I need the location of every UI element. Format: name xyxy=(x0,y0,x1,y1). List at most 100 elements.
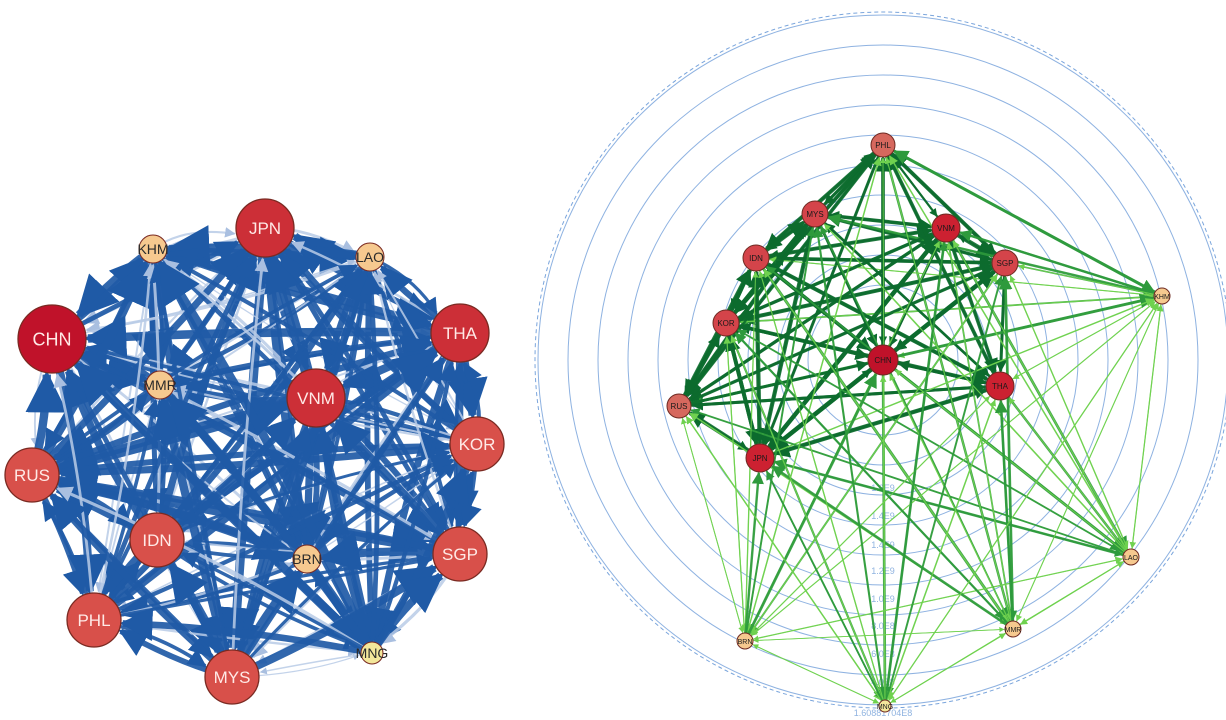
right-node-label-idn: IDN xyxy=(749,254,763,263)
left-node-circle-vnm xyxy=(286,368,346,428)
right-edge-brn-mys xyxy=(744,226,817,642)
right-node-circle-chn xyxy=(867,344,899,376)
right-edge-mmr-kor xyxy=(734,332,1014,630)
left-node-rus[interactable]: RUS xyxy=(4,447,60,503)
right-node-phl[interactable]: PHL xyxy=(870,132,896,158)
left-node-kor[interactable]: KOR xyxy=(449,416,505,472)
right-edge-brn-jpn xyxy=(743,471,764,642)
radial-ring-8 xyxy=(597,74,1169,646)
left-node-mng[interactable]: MNG xyxy=(356,641,389,665)
right-node-label-vnm: VNM xyxy=(937,224,955,233)
right-node-mys[interactable]: MYS xyxy=(801,200,829,228)
left-node-layer: JPN KHM LAO CHN THA MMR VNM KOR RUS IDN BRN SGP PHL M… xyxy=(4,198,505,705)
left-node-khm[interactable]: KHM xyxy=(137,234,169,264)
right-node-sgp[interactable]: SGP xyxy=(991,249,1019,277)
right-node-jpn[interactable]: JPN xyxy=(745,443,775,473)
right-edge-tha-mys xyxy=(824,222,1001,387)
left-node-chn[interactable]: CHN xyxy=(17,304,87,374)
right-edge-kor-vnm xyxy=(725,232,934,325)
left-node-circle-sgp xyxy=(432,526,488,582)
left-edge-mng-lao xyxy=(359,270,384,654)
right-edge-khm-vnm xyxy=(959,229,1163,298)
right-edge-mng-sgp xyxy=(884,275,1004,707)
left-node-mys[interactable]: MYS xyxy=(204,649,260,705)
right-edge-mmr-sgp xyxy=(998,275,1015,630)
right-edge-mmr-tha xyxy=(994,399,1015,630)
left-edge-sgp-rus xyxy=(57,468,461,558)
left-edge-mys-lao xyxy=(228,269,372,679)
left-node-label-mmr: MMR xyxy=(143,377,176,393)
left-node-phl[interactable]: PHL xyxy=(66,592,122,648)
right-node-khm[interactable]: KHM xyxy=(1153,287,1171,305)
left-node-label-lao: LAO xyxy=(356,249,384,265)
ring-value-label-5: 1.0E9 xyxy=(871,594,895,604)
right-node-circle-idn xyxy=(742,244,770,272)
left-node-circle-khm xyxy=(138,234,168,264)
right-node-tha[interactable]: THA xyxy=(985,371,1015,401)
right-node-circle-jpn xyxy=(745,443,775,473)
left-node-idn[interactable]: IDN xyxy=(129,512,185,568)
left-node-label-vnm: VNM xyxy=(297,389,335,408)
right-edge-mmr-chn xyxy=(889,373,1014,630)
right-node-circle-phl xyxy=(870,132,896,158)
right-node-lao[interactable]: LAO xyxy=(1122,548,1140,566)
left-node-label-tha: THA xyxy=(443,324,478,343)
left-node-label-jpn: JPN xyxy=(249,219,281,238)
left-node-label-mys: MYS xyxy=(214,668,251,687)
left-node-tha[interactable]: THA xyxy=(430,303,490,363)
left-node-label-khm: KHM xyxy=(137,241,168,257)
right-node-circle-sgp xyxy=(991,249,1019,277)
right-edge-brn-tha xyxy=(744,396,990,642)
left-edge-mng-mmr xyxy=(167,394,376,656)
right-edge-khm-sgp xyxy=(1018,263,1163,297)
right-edge-lao-tha xyxy=(1008,397,1132,558)
left-edge-mng-vnm xyxy=(311,425,375,654)
left-node-brn[interactable]: BRN xyxy=(292,544,322,574)
left-edge-mys-khm xyxy=(149,262,234,678)
right-edge-rus-chn xyxy=(678,360,869,408)
right-edge-rus-kor xyxy=(677,334,721,407)
right-node-vnm[interactable]: VNM xyxy=(931,213,961,243)
left-node-sgp[interactable]: SGP xyxy=(432,526,488,582)
right-edge-mng-vnm xyxy=(884,242,948,707)
left-node-jpn[interactable]: JPN xyxy=(235,198,295,258)
left-node-label-idn: IDN xyxy=(142,531,171,550)
left-edge-mng-rus xyxy=(56,486,373,655)
right-node-circle-mng xyxy=(878,699,892,713)
right-node-mng[interactable]: MNG xyxy=(877,699,893,713)
radial-ring-7 xyxy=(627,104,1139,616)
left-node-circle-mys xyxy=(204,649,260,705)
left-node-label-brn: BRN xyxy=(292,551,322,567)
left-node-label-kor: KOR xyxy=(459,435,496,454)
right-node-brn[interactable]: BRN xyxy=(736,632,754,650)
right-edge-lao-vnm xyxy=(952,240,1132,558)
right-edge-lao-khm xyxy=(1130,304,1164,558)
right-node-kor[interactable]: KOR xyxy=(712,309,740,337)
right-node-chn[interactable]: CHN xyxy=(867,344,899,376)
right-node-idn[interactable]: IDN xyxy=(742,244,770,272)
right-node-label-mng: MNG xyxy=(877,704,893,711)
left-node-vnm[interactable]: VNM xyxy=(286,368,346,428)
radial-ring-9 xyxy=(567,44,1199,676)
right-edge-brn-lao xyxy=(744,556,1123,642)
right-edge-mmr-vnm xyxy=(945,242,1014,630)
left-edge-phl-tha xyxy=(91,348,440,624)
right-node-label-jpn: JPN xyxy=(752,454,767,463)
left-edge-mng-idn xyxy=(181,551,373,655)
left-node-lao[interactable]: LAO xyxy=(355,242,385,272)
right-node-mmr[interactable]: MMR xyxy=(1004,620,1022,638)
right-edge-lao-rus xyxy=(690,408,1132,558)
right-node-label-tha: THA xyxy=(992,382,1009,391)
right-edge-lao-kor xyxy=(737,329,1132,558)
left-node-mmr[interactable]: MMR xyxy=(143,370,177,400)
right-node-label-rus: RUS xyxy=(671,402,688,411)
right-node-rus[interactable]: RUS xyxy=(666,393,692,419)
left-node-circle-mmr xyxy=(145,370,175,400)
right-node-label-mmr: MMR xyxy=(1005,627,1022,634)
right-edge-lao-chn xyxy=(894,369,1132,558)
left-node-circle-jpn xyxy=(235,198,295,258)
right-edge-lao-jpn xyxy=(773,458,1132,559)
right-node-layer: PHL MYS VNM IDN SGP KHM KOR CHN THA RUS JPN LAO BRN M… xyxy=(666,132,1171,713)
right-edge-sgp-phl xyxy=(890,152,1007,265)
